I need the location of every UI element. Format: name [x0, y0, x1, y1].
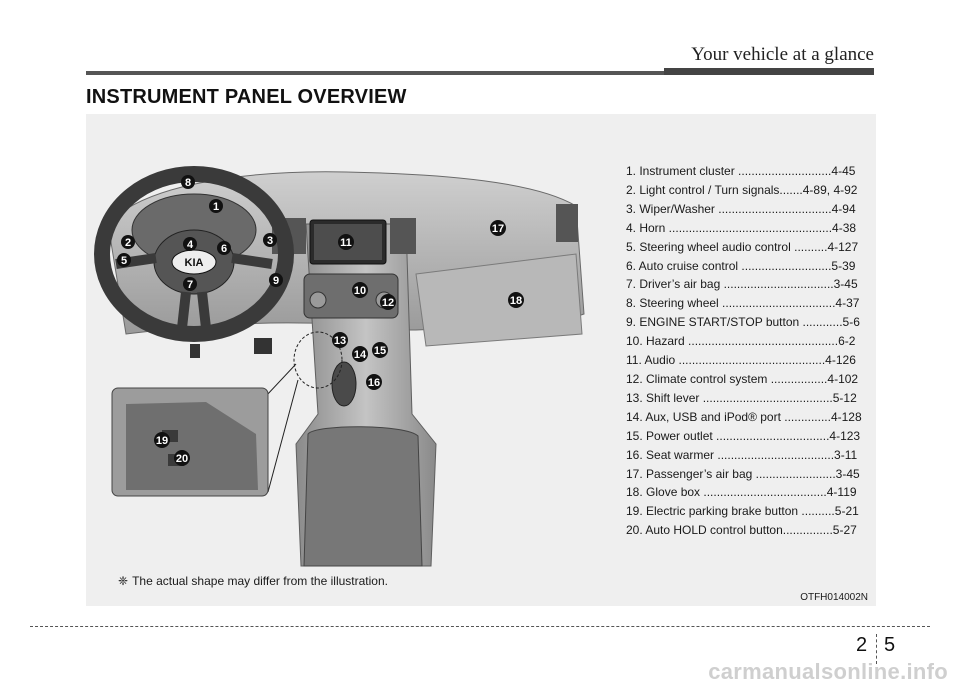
accelerator-pedal-shape: [190, 344, 200, 358]
callout-9: 9: [269, 273, 283, 287]
callout-18: 18: [508, 292, 524, 308]
index-item-5: 5. Steering wheel audio control ........…: [626, 239, 859, 254]
svg-text:14: 14: [354, 349, 367, 361]
callout-10: 10: [352, 282, 368, 298]
svg-text:8: 8: [185, 177, 191, 189]
side-vent-right: [556, 204, 578, 242]
callout-20: 20: [174, 450, 190, 466]
index-item-16: 16. Seat warmer ........................…: [626, 447, 858, 462]
svg-text:10: 10: [354, 285, 366, 297]
figure-code: OTFH014002N: [800, 592, 868, 603]
index-item-11: 11. Audio ..............................…: [626, 353, 856, 368]
index-item-6: 6. Auto cruise control .................…: [626, 258, 856, 273]
svg-text:12: 12: [382, 297, 394, 309]
inset-highlight-circle: [293, 331, 343, 389]
index-item-3: 3. Wiper/Washer ........................…: [626, 201, 856, 216]
svg-text:17: 17: [492, 223, 504, 235]
callout-15: 15: [372, 342, 388, 358]
svg-text:3: 3: [267, 235, 273, 247]
index-item-14: 14. Aux, USB and iPod® port ............…: [626, 409, 862, 424]
steering-spokes-shape: [115, 253, 273, 329]
climate-knob-left: [309, 291, 327, 309]
climate-panel-shape: [303, 273, 399, 319]
callout-3: 3: [263, 233, 277, 247]
svg-text:18: 18: [510, 295, 522, 307]
index-item-4: 4. Horn ................................…: [626, 220, 857, 235]
inset-connector-lines: [265, 363, 299, 493]
index-item-7: 7. Driver’s air bag ....................…: [626, 277, 858, 292]
center-vent-right: [390, 218, 416, 254]
index-item-17: 17. Passenger’s air bag ................…: [626, 466, 860, 481]
callout-19: 19: [154, 432, 170, 448]
index-item-1: 1. Instrument cluster ..................…: [626, 164, 856, 178]
svg-text:15: 15: [374, 345, 386, 357]
callout-17: 17: [490, 220, 506, 236]
index-item-19: 19. Electric parking brake button ......…: [626, 504, 859, 519]
index-item-13: 13. Shift lever ........................…: [626, 390, 857, 405]
page-number-separator: [876, 634, 877, 664]
index-item-12: 12. Climate control system .............…: [626, 371, 859, 386]
figure-panel: KIA 1 2 3 4 5 6 7 8 9 10 11 12 13 14 15 …: [86, 114, 876, 606]
index-item-18: 18. Glove box ..........................…: [626, 485, 857, 500]
page-number: 5: [884, 634, 896, 656]
callout-5: 5: [117, 253, 131, 267]
lower-dashboard-shape: [415, 253, 583, 347]
svg-text:19: 19: [156, 435, 168, 447]
callout-6: 6: [217, 241, 231, 255]
index-item-15: 15. Power outlet .......................…: [626, 428, 861, 443]
instrument-panel-illustration: KIA 1 2 3 4 5 6 7 8 9 10 11 12 13 14 15 …: [94, 166, 585, 567]
callout-13: 13: [332, 332, 348, 348]
index-item-9: 9. ENGINE START/STOP button ............…: [626, 315, 860, 330]
illustration-note: ❈The actual shape may differ from the il…: [118, 574, 388, 588]
page-title: INSTRUMENT PANEL OVERVIEW: [86, 86, 407, 108]
index-item-10: 10. Hazard .............................…: [626, 334, 856, 349]
callout-8: 8: [181, 175, 195, 189]
callout-12: 12: [380, 294, 396, 310]
chapter-number: 2: [856, 634, 868, 656]
svg-text:20: 20: [176, 453, 188, 465]
svg-text:4: 4: [187, 239, 194, 251]
note-text: The actual shape may differ from the ill…: [132, 574, 388, 588]
callout-14: 14: [352, 346, 368, 362]
svg-text:11: 11: [340, 237, 352, 249]
svg-text:1: 1: [213, 201, 219, 213]
callout-4: 4: [183, 237, 197, 251]
index-item-20: 20. Auto HOLD control button............…: [626, 523, 857, 538]
callout-11: 11: [338, 234, 354, 250]
svg-text:16: 16: [368, 377, 380, 389]
header-rule: [86, 68, 874, 75]
shift-lever-shape: [331, 361, 357, 407]
brake-pedal-shape: [254, 338, 272, 354]
kia-logo-text: KIA: [185, 257, 204, 269]
svg-text:2: 2: [125, 237, 131, 249]
svg-text:9: 9: [273, 275, 279, 287]
callout-7: 7: [183, 277, 197, 291]
callout-1: 1: [209, 199, 223, 213]
footer-rule: [30, 626, 930, 627]
inset-console-detail: [126, 402, 258, 490]
callout-2: 2: [121, 235, 135, 249]
component-index-list: 1. Instrument cluster ..................…: [626, 162, 866, 540]
index-item-2: 2. Light control / Turn signals.......4-…: [626, 182, 858, 197]
svg-text:7: 7: [187, 279, 193, 291]
armrest-shape: [303, 426, 423, 567]
note-symbol: ❈: [118, 574, 129, 588]
watermark-text: carmanualsonline.info: [708, 659, 948, 684]
kia-logo-badge: [171, 249, 217, 275]
svg-text:5: 5: [121, 255, 127, 267]
header-section-title: Your vehicle at a glance: [691, 44, 874, 65]
index-item-8: 8. Steering wheel ......................…: [626, 296, 860, 311]
steering-wheel-rim: [94, 166, 294, 342]
svg-text:6: 6: [221, 243, 227, 255]
svg-text:13: 13: [334, 335, 346, 347]
callout-16: 16: [366, 374, 382, 390]
